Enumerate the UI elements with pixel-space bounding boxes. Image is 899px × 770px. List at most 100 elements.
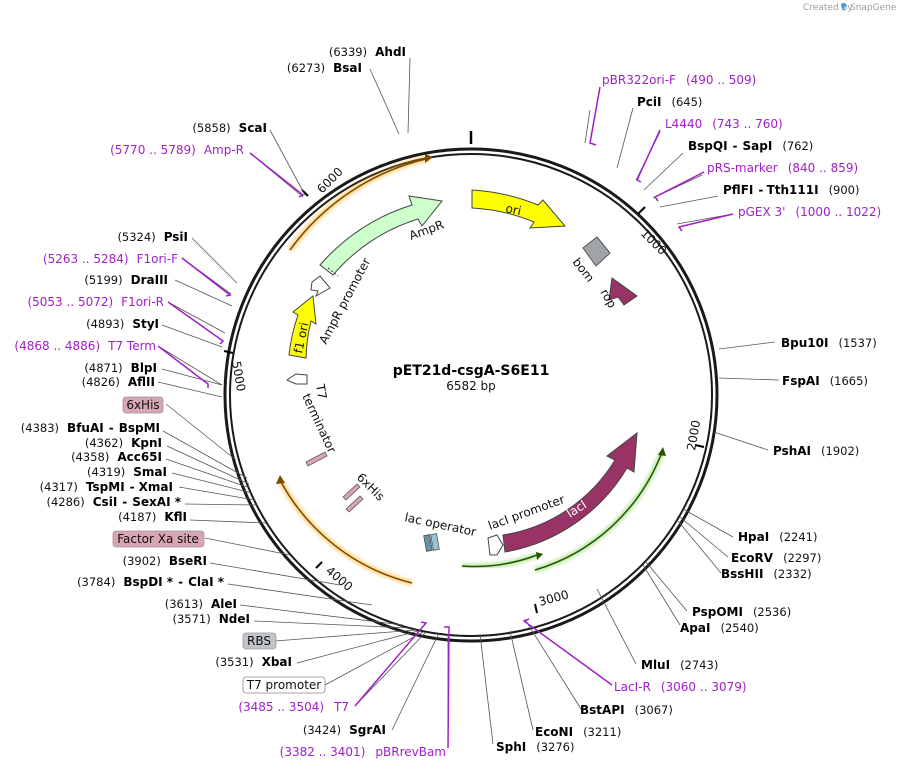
label-kpni[interactable]: (4362)KpnI xyxy=(85,436,162,450)
label-draiii[interactable]: (5199)DraIII xyxy=(84,273,168,287)
sixhis-map-feature-2 xyxy=(345,495,364,513)
label-kfli[interactable]: (4187)KflI xyxy=(118,510,187,524)
label-ndei[interactable]: (3571)NdeI xyxy=(173,612,251,626)
tick-5000-label: 5000 xyxy=(229,360,248,393)
right-labels: pBR322ori-F(490 .. 509) PciI(645) L4440(… xyxy=(496,73,881,754)
tick-2000: 2000 xyxy=(684,419,705,452)
label-bsshii[interactable]: BssHII(2332) xyxy=(721,567,812,581)
primer-markers xyxy=(157,86,734,749)
t7-terminator-label-2: terminator xyxy=(299,391,339,455)
orange-arc-top xyxy=(289,157,431,251)
t7-terminator-arrow xyxy=(285,373,308,385)
f1-ori-label: f1 ori xyxy=(291,321,311,355)
label-amp-r[interactable]: (5770 .. 5789)Amp-R xyxy=(110,143,244,157)
green-glow-2 xyxy=(534,450,665,573)
lac-operator-box-2 xyxy=(430,533,440,551)
bom-box xyxy=(582,236,611,267)
label-csii-sexai[interactable]: (4286)CsiI-SexAI * xyxy=(47,495,182,509)
lac-operator-box-1 xyxy=(423,534,433,552)
orange-arrowhead-bottom xyxy=(276,475,285,484)
label-pshai[interactable]: PshAI(1902) xyxy=(773,444,859,458)
label-bspdi-clai[interactable]: (3784)BspDI *-ClaI * xyxy=(77,575,225,589)
sixhis-map-feature-1 xyxy=(342,483,361,501)
green-arrowhead-1 xyxy=(536,552,543,560)
plasmid-size: 6582 bp xyxy=(446,379,496,393)
label-bseri[interactable]: (3902)BseRI xyxy=(123,554,207,568)
tick-6000: 6000 xyxy=(301,165,346,197)
label-sphi[interactable]: SphI(3276) xyxy=(496,740,575,754)
label-l4440[interactable]: L4440(743 .. 760) xyxy=(665,117,783,131)
label-tspmi-xmai[interactable]: (4317)TspMI-XmaI xyxy=(40,480,173,494)
tick-5000: 5000 xyxy=(223,350,248,393)
green-arc-1 xyxy=(461,554,538,568)
label-smai[interactable]: (4319)SmaI xyxy=(87,465,167,479)
label-bfuai-bspmi[interactable]: (4383)BfuAI-BspMI xyxy=(21,421,160,435)
label-apai[interactable]: ApaI(2540) xyxy=(680,621,759,635)
label-pbr322ori-f[interactable]: pBR322ori-F(490 .. 509) xyxy=(602,73,756,87)
plasmid-name: pET21d-csgA-S6E11 xyxy=(393,363,550,379)
label-alei[interactable]: (3613)AleI xyxy=(165,597,237,611)
label-fspai[interactable]: FspAI(1665) xyxy=(782,374,868,388)
label-blpi[interactable]: (4871)BlpI xyxy=(84,361,157,375)
label-acc65i[interactable]: (4358)Acc65I xyxy=(71,450,162,464)
label-t7-primer[interactable]: (3485 .. 3504)T7 xyxy=(238,700,349,714)
label-psii[interactable]: (5324)PsiI xyxy=(117,230,188,244)
label-f1ori-r[interactable]: (5053 .. 5072)F1ori-R xyxy=(27,295,164,309)
orange-arc-bottom xyxy=(279,479,413,584)
label-mlui[interactable]: MluI(2743) xyxy=(641,658,718,672)
label-pbrrevbam[interactable]: (3382 .. 3401)pBRrevBam xyxy=(280,745,446,759)
label-sgrai[interactable]: (3424)SgrAI xyxy=(303,723,386,737)
credit-brand: SnapGene xyxy=(850,3,897,13)
snapgene-logo-icon xyxy=(841,2,847,11)
ori-arrow xyxy=(471,189,567,229)
box-t7-promoter[interactable]: T7 promoter xyxy=(242,676,326,694)
label-xbai[interactable]: (3531)XbaI xyxy=(215,655,292,669)
laci-promoter-arrow xyxy=(487,534,504,556)
t7-terminator-label-1: T7 xyxy=(313,382,330,400)
label-pflfi-tth111i[interactable]: PflFI-Tth111I(900) xyxy=(723,183,860,197)
ampr-promoter-arrow xyxy=(310,275,331,298)
label-bspqi-sapi[interactable]: BspQI-SapI(762) xyxy=(688,139,813,153)
backbone-inner-ring xyxy=(229,153,713,637)
ampr-label: AmpR xyxy=(407,217,445,242)
tick-2000-label: 2000 xyxy=(684,419,703,452)
label-ahdi[interactable]: (6339)AhdI xyxy=(329,45,406,59)
label-pcii[interactable]: PciI(645) xyxy=(637,95,702,109)
box-6xhis[interactable]: 6xHis xyxy=(122,396,164,414)
left-labels: (6339)AhdI (6273)BsaI (5858)ScaI (5770 .… xyxy=(14,45,446,759)
label-pgex-3[interactable]: pGEX 3'(1000 .. 1022) xyxy=(738,205,881,219)
label-bpu10i[interactable]: Bpu10I(1537) xyxy=(781,336,877,350)
box-t7-promoter-label: T7 promoter xyxy=(246,678,322,692)
label-econi[interactable]: EcoNI(3211) xyxy=(535,725,621,739)
label-aflii[interactable]: (4826)AflII xyxy=(82,375,155,389)
label-f1ori-f[interactable]: (5263 .. 5284)F1ori-F xyxy=(43,252,178,266)
f1-ori-arrow xyxy=(288,295,317,359)
label-bsai[interactable]: (6273)BsaI xyxy=(287,61,362,75)
label-laci-r[interactable]: LacI-R(3060 .. 3079) xyxy=(614,680,747,694)
backbone-outer-ring xyxy=(223,147,719,643)
label-pspomi[interactable]: PspOMI(2536) xyxy=(692,605,791,619)
label-ecorv[interactable]: EcoRV(2297) xyxy=(731,551,821,565)
ori-label: ori xyxy=(504,201,522,218)
label-prs-marker[interactable]: pRS-marker(840 .. 859) xyxy=(707,161,858,175)
box-6xhis-label: 6xHis xyxy=(126,398,159,412)
label-hpai[interactable]: HpaI(2241) xyxy=(738,530,817,544)
ampr-arrow xyxy=(319,195,443,276)
tick-3000-label: 3000 xyxy=(537,587,570,608)
label-styi[interactable]: (4893)StyI xyxy=(86,317,159,331)
box-factor-xa-label: Factor Xa site xyxy=(117,532,199,546)
label-bstapi[interactable]: BstAPI(3067) xyxy=(580,703,673,717)
green-arc-2 xyxy=(534,451,663,571)
box-factor-xa-site[interactable]: Factor Xa site xyxy=(112,530,205,548)
credit-text: Created by xyxy=(803,3,853,13)
green-arrowhead-2 xyxy=(658,447,666,456)
tick-3000: 3000 xyxy=(534,587,570,614)
factor-xa-map-feature xyxy=(305,451,328,467)
rop-arrow xyxy=(608,277,638,306)
tick-1000: 1000 xyxy=(637,206,669,258)
box-rbs[interactable]: RBS xyxy=(242,632,277,650)
laci-arrow xyxy=(502,431,638,553)
label-t7-term[interactable]: (4868 .. 4886)T7 Term xyxy=(14,339,156,353)
label-scai[interactable]: (5858)ScaI xyxy=(192,121,267,135)
